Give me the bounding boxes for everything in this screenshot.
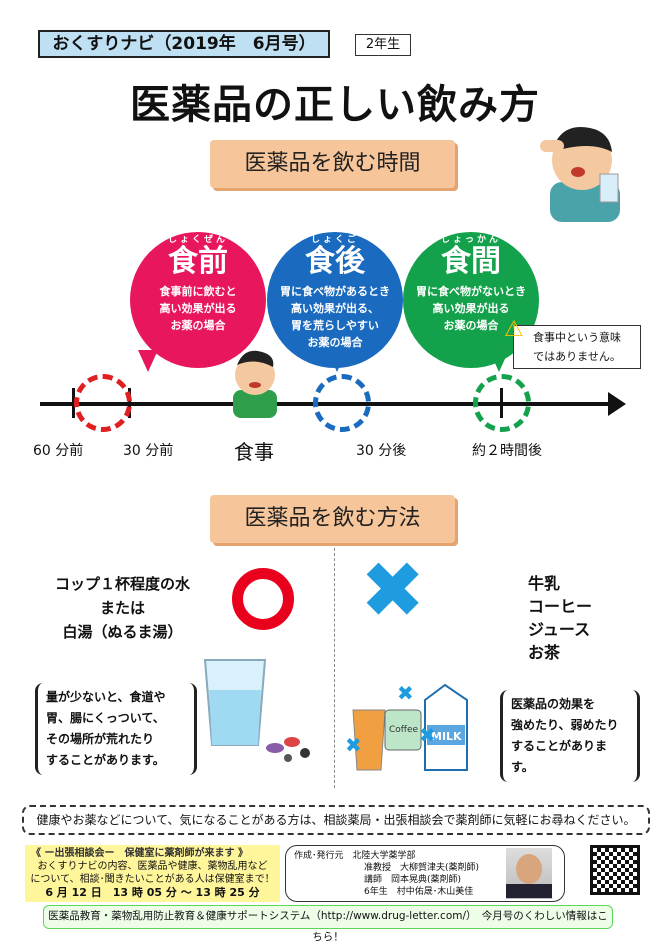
bubble-line: 胃を荒らしやすい [291, 319, 379, 332]
time-label: 約２時間後 [472, 443, 542, 459]
after-meal-marker [313, 374, 371, 432]
event-datetime: 6 月 12 日 13 時 05 分 ～ 13 時 25 分 [45, 886, 260, 899]
credit-line: 准教授 大柳賀津夫(薬剤師) [364, 863, 480, 873]
water-glass-and-pills-illustration [203, 659, 310, 762]
event-line: について、相談･聞きたいことがある人は保健室まで！ [30, 874, 275, 885]
ok-circle-icon [232, 568, 294, 630]
ok-drink: コップ１杯程度の水 [54, 575, 190, 593]
event-line: おくすりナビの内容、医薬品や健康、薬物乱用など [37, 861, 268, 872]
svg-text:✖: ✖ [419, 723, 436, 747]
bubble-title: 食前 [168, 244, 228, 279]
timing-bubble-1: しょくご食後胃に食べ物があるとき高い効果が出る、胃を荒らしやすいお薬の場合 [267, 222, 403, 372]
bubble-line: 高い効果が出る [432, 302, 510, 315]
ng-drink: ジュース [528, 620, 591, 639]
section-banner-timing: 医薬品を飲む時間 [210, 140, 455, 188]
bubble-line: 胃に食べ物がないとき [416, 285, 526, 298]
warning-line: 食事中という意味 [533, 331, 621, 344]
ng-drink: お茶 [528, 643, 561, 662]
warning-note: ⚠ 食事中という意味 ではありません。 [504, 319, 641, 369]
bubble-line: お薬の場合 [307, 336, 363, 349]
divider [334, 548, 335, 788]
newsletter-header: おくすりナビ（2019年 6月号） [38, 30, 330, 58]
time-label: 30 分前 [123, 443, 174, 459]
time-label: 60 分前 [33, 443, 84, 459]
qr-code[interactable] [590, 845, 640, 895]
ok-drinks: コップ１杯程度の水 または 白湯（ぬるま湯） [40, 572, 205, 644]
note-line: することがあります。 [511, 739, 608, 774]
ok-drink: 白湯（ぬるま湯） [62, 623, 183, 641]
event-notice: 《 ー出張相談会ー 保健室に薬剤師が来ます 》 おくすりナビの内容、医薬品や健康… [25, 845, 280, 902]
bubble-line: 高い効果が出る [159, 302, 237, 315]
credits-box: 作成･発行元 北陸大学薬学部 准教授 大柳賀津夫(薬剤師) 講師 岡本晃典(薬剤… [285, 845, 565, 902]
ok-drink: または [99, 599, 145, 617]
time-label: 30 分後 [356, 443, 407, 459]
arrow-head-icon [608, 392, 626, 416]
note-line: 強めたり、弱めたり [511, 718, 619, 732]
note-line: 胃、腸にくっついて、 [46, 711, 165, 725]
bubble-ruby: しょっかん [440, 235, 501, 245]
bubble-line: 食事前に飲むと [159, 285, 237, 298]
drinks-illustration: Coffee MILK ✖✖✖ [345, 681, 468, 771]
ok-note: 量が少ないと、食道や胃、腸にくっついて、その場所が荒れたりすることがあります。 [35, 683, 197, 775]
between-meal-marker [473, 374, 531, 432]
boy-drinking-illustration [540, 127, 620, 222]
note-line: 医薬品の効果を [511, 697, 596, 711]
tick-60min [72, 388, 75, 418]
consultation-message: 健康やお薬などについて、気になることがある方は、相談薬局・出張相談会で薬剤師に気… [22, 805, 650, 835]
website-link[interactable]: 医薬品教育・薬物乱用防止教育＆健康サポートシステム（http://www.dru… [43, 905, 613, 943]
ng-cross-icon: ✖ [360, 546, 426, 636]
ng-drink: 牛乳 [528, 574, 561, 593]
page-title: 医薬品の正しい飲み方 [130, 82, 540, 128]
warning-icon: ⚠ [504, 317, 524, 342]
author-photo [506, 848, 552, 899]
boy-eating-illustration [233, 350, 277, 418]
section-banner-method: 医薬品を飲む方法 [210, 495, 455, 543]
milk-carton-label: MILK [431, 730, 462, 743]
coffee-cup-label: Coffee [389, 725, 419, 735]
bubble-ruby: しょくぜん [167, 235, 228, 245]
credit-line: 6年生 村中佑晟･木山美佳 [364, 887, 474, 897]
ng-drink: コーヒー [528, 597, 593, 616]
bubble-line: 胃に食べ物があるとき [280, 285, 390, 298]
event-title: 《 ー出張相談会ー 保健室に薬剤師が来ます 》 [31, 848, 248, 859]
before-meal-marker [74, 374, 132, 432]
bubble-line: お薬の場合 [443, 319, 499, 332]
note-line: 量が少ないと、食道や [46, 690, 166, 704]
svg-text:✖: ✖ [397, 681, 414, 705]
timing-bubble-0: しょくぜん食前食事前に飲むと高い効果が出るお薬の場合 [130, 222, 266, 372]
note-line: することがあります。 [46, 753, 165, 767]
bubble-title: 食後 [305, 244, 365, 279]
bubble-line: お薬の場合 [170, 319, 226, 332]
credit-line: 講師 岡本晃典(薬剤師) [364, 875, 462, 885]
timing-bubble-2: しょっかん食間胃に食べ物がないとき高い効果が出るお薬の場合 [403, 222, 539, 372]
ng-drinks: 牛乳 コーヒー ジュース お茶 [528, 572, 592, 664]
bubble-line: 高い効果が出る、 [291, 302, 379, 315]
svg-text:✖: ✖ [345, 733, 362, 757]
time-label-meal: 食事 [234, 440, 274, 464]
warning-line: ではありません。 [533, 350, 621, 363]
bubble-ruby: しょくご [310, 235, 359, 245]
credits-org: 北陸大学薬学部 [352, 851, 416, 861]
credits-label: 作成･発行元 [294, 851, 344, 861]
grade-label: 2年生 [355, 34, 411, 56]
ng-note: 医薬品の効果を強めたり、弱めたりすることがあります。 [500, 690, 640, 782]
bubble-title: 食間 [441, 244, 501, 279]
note-line: その場所が荒れたり [46, 732, 155, 746]
